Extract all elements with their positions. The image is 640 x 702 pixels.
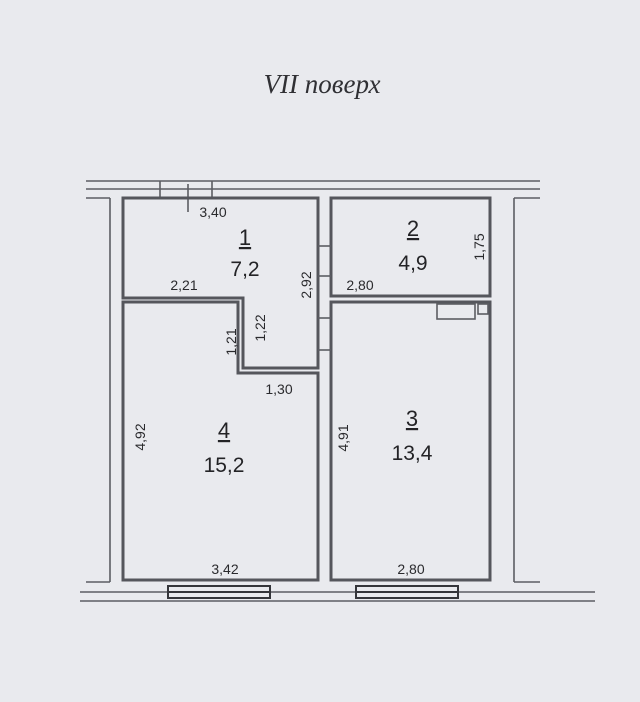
dim-notch-left: 1,21 [223,328,239,355]
windows [167,585,459,599]
dim-room4-bottom: 3,42 [211,561,238,577]
dim-room4-left: 4,92 [132,423,148,450]
dim-room2-right: 1,75 [471,233,487,260]
room-1-number: 1 [239,225,251,250]
floor-title: VII поверх [264,69,381,99]
dim-room1-bottom: 2,21 [170,277,197,293]
dim-notch-right: 1,22 [252,314,268,341]
room-4-area: 15,2 [204,454,245,477]
room-3-area: 13,4 [392,442,433,465]
dim-room1-top: 3,40 [199,204,226,220]
room-2-area: 4,9 [398,252,427,275]
room-2-number: 2 [407,216,419,241]
dim-room3-left: 4,91 [335,424,351,451]
outer-walls [80,180,595,602]
room-1-area: 7,2 [230,258,259,281]
dim-room3-bottom: 2,80 [397,561,424,577]
room-3-number: 3 [406,406,418,431]
dim-notch-bottom: 1,30 [265,381,292,397]
dim-room2-bottom: 2,80 [346,277,373,293]
room-4-number: 4 [218,418,230,443]
dim-room1-right: 2,92 [298,271,314,298]
room-walls [121,196,492,582]
